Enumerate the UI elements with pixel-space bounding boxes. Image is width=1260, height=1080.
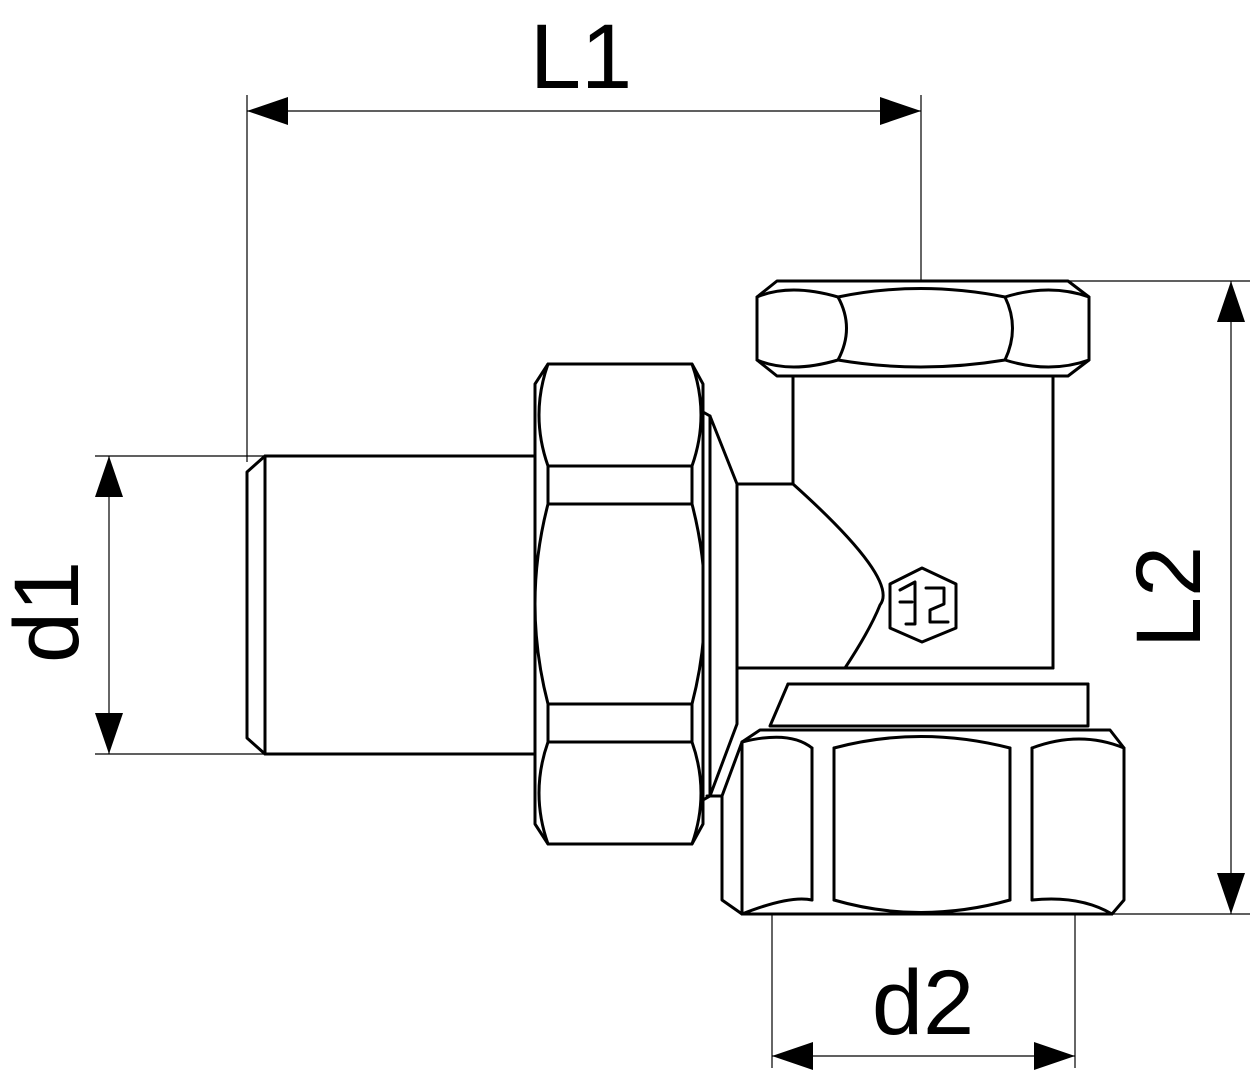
- d1-arrow-bottom: [95, 713, 123, 754]
- valve-body: [735, 362, 1055, 670]
- tailpiece: [245, 454, 537, 756]
- d1-arrow-top: [95, 456, 123, 497]
- dimension-l2: L2: [1118, 281, 1245, 914]
- bottom-nut-top-curve: [740, 735, 1126, 750]
- d2-arrow-left: [772, 1042, 813, 1070]
- collar-outline: [768, 682, 1090, 728]
- l1-arrow-left: [247, 97, 288, 125]
- extension-lines: [95, 95, 1250, 1068]
- l1-label: L1: [530, 6, 632, 108]
- dimension-l1: L1: [247, 6, 921, 125]
- top-cap-face-right: [1003, 288, 1091, 369]
- d2-arrow-right: [1034, 1042, 1075, 1070]
- union-nut-top-curve-left: [537, 362, 550, 468]
- logo-mark-left: [898, 580, 917, 626]
- lower-collar: [768, 666, 1090, 728]
- l1-arrow-right: [880, 97, 921, 125]
- conical-seat: [701, 410, 739, 802]
- tailpiece-body: [245, 454, 537, 756]
- d1-label: d1: [0, 561, 98, 663]
- manufacturer-logo: [888, 566, 958, 644]
- union-nut-bottom-curve-left: [537, 740, 550, 846]
- logo-hex-outline: [888, 566, 958, 644]
- dimension-d1: d1: [0, 456, 123, 754]
- dimension-d2: d2: [772, 952, 1075, 1070]
- union-nut-bottom-curve-right: [690, 740, 703, 846]
- l2-arrow-top: [1217, 281, 1245, 322]
- logo-mark-right: [924, 586, 950, 624]
- conical-seat-outline: [701, 410, 739, 802]
- bottom-nut-bottom-curve: [740, 897, 1114, 916]
- union-nut-mid-curve-left: [533, 502, 550, 706]
- body-side-spigot: [735, 482, 885, 670]
- l2-label: L2: [1118, 546, 1220, 648]
- bottom-nut-outline: [720, 728, 1126, 916]
- union-nut-outline: [533, 362, 705, 846]
- top-cap-face-left: [755, 288, 848, 369]
- l2-arrow-bottom: [1217, 873, 1245, 914]
- union-nut-top-curve-right: [690, 362, 703, 468]
- top-cap-face-center: [836, 287, 1014, 369]
- d2-label: d2: [872, 952, 974, 1054]
- top-cap-outline: [755, 279, 1091, 378]
- top-hex-cap: [755, 279, 1091, 378]
- union-nut: [533, 362, 707, 846]
- bottom-hex-nut: [705, 728, 1126, 916]
